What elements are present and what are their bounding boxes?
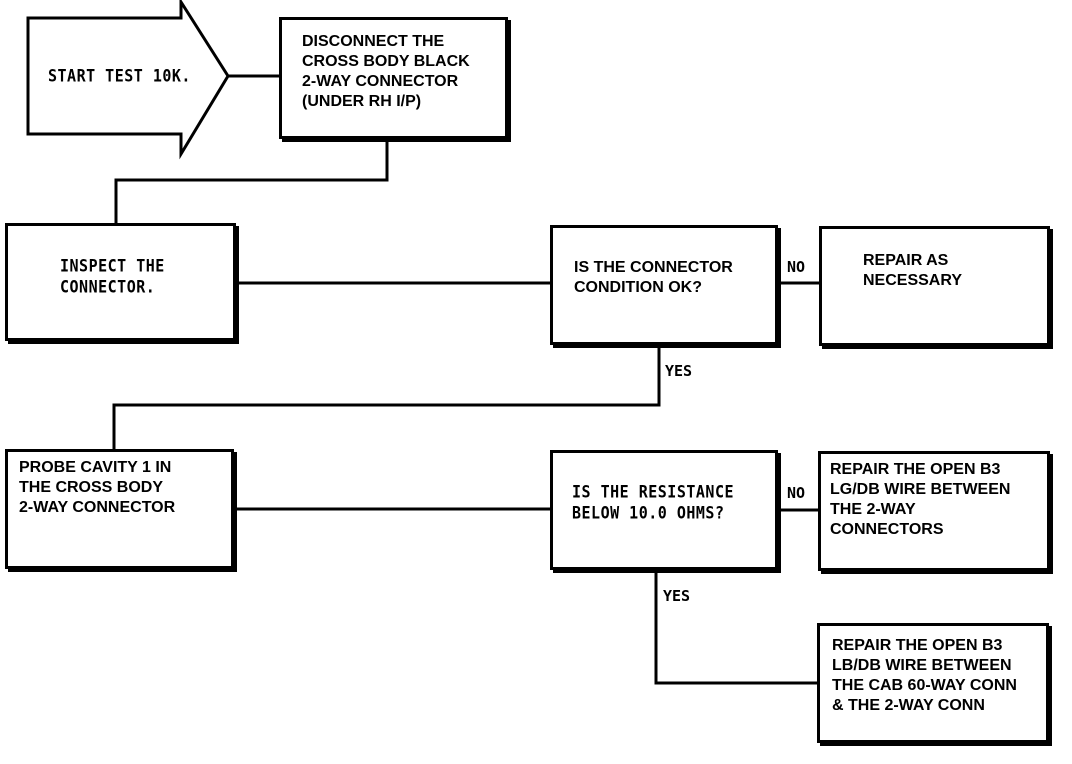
repair-lb-db-wire-text: REPAIR THE OPEN B3 LB/DB WIRE BETWEEN TH… (832, 637, 1017, 714)
start-test-label: START TEST 10K. (48, 66, 191, 86)
repair-as-necessary-step (819, 226, 1050, 346)
connector-condition-text: IS THE CONNECTOR CONDITION OK? (574, 259, 733, 296)
inspect-connector-step (5, 223, 236, 341)
no-label-resistance: NO (787, 484, 806, 502)
yes-label-connector: YES (665, 362, 693, 380)
yes-label-resistance: YES (663, 587, 691, 605)
disconnect-connector-text: DISCONNECT THE CROSS BODY BLACK 2-WAY CO… (302, 33, 470, 110)
probe-cavity-step (5, 449, 234, 569)
connector-condition-decision (550, 225, 778, 345)
repair-lb-db-wire-step (817, 623, 1049, 743)
start-arrow-shape (26, 0, 230, 160)
probe-cavity-text: PROBE CAVITY 1 IN THE CROSS BODY 2-WAY C… (19, 459, 176, 516)
repair-as-necessary-text: REPAIR AS NECESSARY (863, 252, 962, 289)
resistance-decision (550, 450, 778, 570)
resistance-decision-text: IS THE RESISTANCE BELOW 10.0 OHMS? (572, 482, 735, 523)
repair-lg-db-wire-step (818, 451, 1050, 571)
connector-lines (112, 74, 820, 685)
inspect-connector-text: INSPECT THE CONNECTOR. (60, 256, 165, 297)
disconnect-connector-step (279, 17, 508, 139)
no-label-connector: NO (787, 258, 806, 276)
repair-lg-db-wire-text: REPAIR THE OPEN B3 LG/DB WIRE BETWEEN TH… (830, 461, 1011, 538)
